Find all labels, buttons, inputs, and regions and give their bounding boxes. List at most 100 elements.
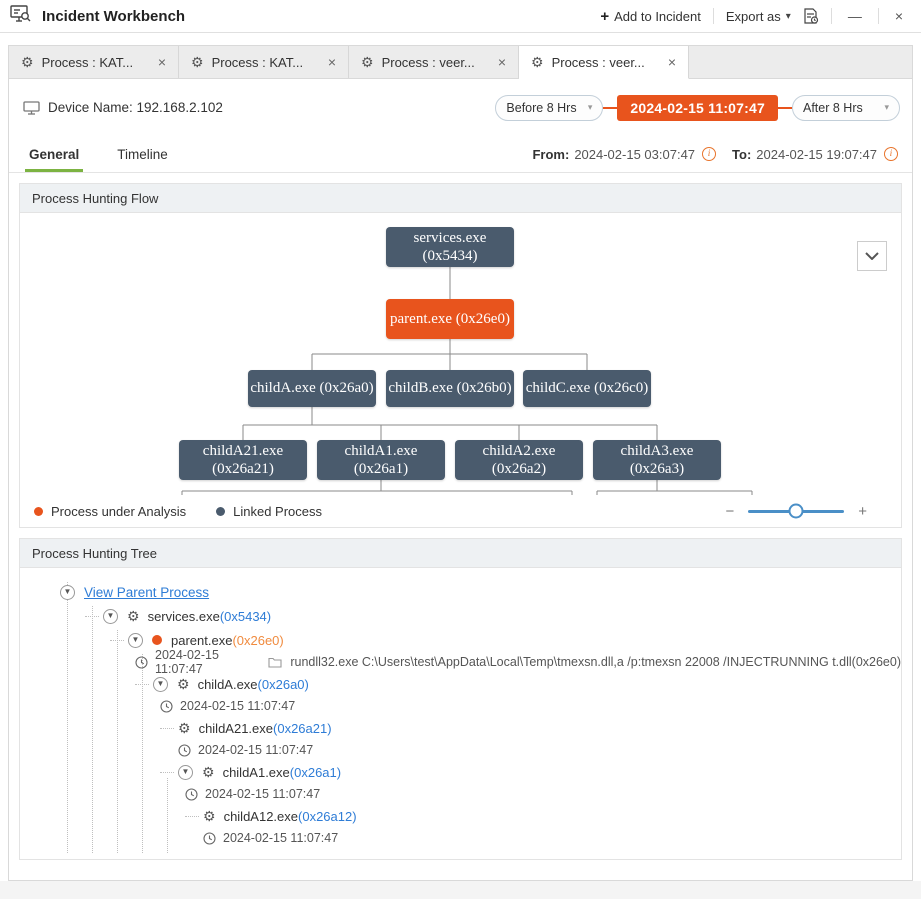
close-icon[interactable]: × <box>497 54 506 70</box>
process-hunting-tree-panel: Process Hunting Tree ▼ View Parent Proce… <box>19 538 902 860</box>
clock-icon <box>160 699 173 713</box>
zoom-slider[interactable] <box>748 503 845 519</box>
tree-row-childA1-detail: 2024-02-15 11:07:47 <box>185 784 901 804</box>
after-hours-dropdown[interactable]: After 8 Hrs ▾ <box>792 94 900 121</box>
zoom-slider-handle[interactable] <box>788 503 804 519</box>
page-title: Incident Workbench <box>42 7 186 25</box>
close-icon[interactable]: × <box>667 54 676 70</box>
folder-icon <box>268 656 282 668</box>
plus-icon: + <box>600 7 610 25</box>
tree-row-childA1[interactable]: ▼ ⚙ childA1.exe(0x26a1) <box>160 760 901 784</box>
flow-node-childC[interactable]: childC.exe (0x26c0) <box>523 370 651 407</box>
pivot-timestamp[interactable]: 2024-02-15 11:07:47 <box>617 94 778 121</box>
tree-row-childA21[interactable]: ⚙ childA21.exe(0x26a21) <box>160 716 901 740</box>
tree-row-childA12[interactable]: ⚙ childA12.exe(0x26a12) <box>185 804 901 828</box>
tree-row-parent[interactable]: ▼ parent.exe(0x26e0) <box>110 628 901 652</box>
info-icon[interactable]: i <box>702 147 717 161</box>
tree-row-childA-detail: 2024-02-15 11:07:47 <box>160 696 901 716</box>
collapse-caret-icon[interactable]: ▼ <box>103 608 118 624</box>
tree-branch-line <box>185 815 199 817</box>
flow-node-childA21[interactable]: childA21.exe (0x26a21) <box>179 440 307 480</box>
process-tab-4-active[interactable]: ⚙ Process : veer... × <box>519 46 689 79</box>
zoom-in-button[interactable]: + <box>858 502 867 520</box>
collapse-caret-icon[interactable]: ▼ <box>60 584 75 600</box>
tree-branch-line <box>160 771 174 773</box>
minimize-button[interactable]: — <box>847 8 862 24</box>
process-tab-3[interactable]: ⚙ Process : veer... × <box>349 46 519 78</box>
orange-dot-icon <box>34 506 43 516</box>
slate-dot-icon <box>216 506 226 516</box>
process-tab-2[interactable]: ⚙ Process : KAT... × <box>179 46 349 78</box>
divider <box>712 8 714 24</box>
process-icon: ⚙ <box>21 54 34 70</box>
flow-zoom-control: − + <box>719 503 873 520</box>
process-tab-1[interactable]: ⚙ Process : KAT... × <box>9 46 179 78</box>
flow-node-childB[interactable]: childB.exe (0x26b0) <box>386 370 514 407</box>
bottom-strip <box>0 881 921 899</box>
analysis-dot-icon <box>152 635 162 645</box>
before-hours-dropdown[interactable]: Before 8 Hrs ▾ <box>495 94 604 121</box>
clock-icon <box>203 831 216 845</box>
flow-node-childA3[interactable]: childA3.exe (0x26a3) <box>593 440 721 480</box>
process-pid[interactable]: (0x26a0) <box>257 676 309 692</box>
flow-node-childA1[interactable]: childA1.exe (0x26a1) <box>317 440 445 480</box>
add-to-incident-button[interactable]: + Add to Incident <box>600 7 701 25</box>
process-flow-canvas[interactable]: services.exe (0x5434) parent.exe (0x26e0… <box>20 213 901 495</box>
clock-icon <box>185 787 198 801</box>
view-parent-process-link[interactable]: View Parent Process <box>84 584 210 600</box>
tree-row-childA[interactable]: ▼ ⚙ childA.exe(0x26a0) <box>135 672 901 696</box>
tree-guide-line <box>142 654 143 853</box>
device-row: Device Name: 192.168.2.102 Before 8 Hrs … <box>9 79 912 136</box>
tree-branch-line <box>135 683 149 685</box>
clock-icon <box>178 743 191 757</box>
clock-icon <box>135 655 148 669</box>
view-tabs-row: General Timeline From: 2024-02-15 03:07:… <box>9 136 912 173</box>
collapse-caret-icon[interactable]: ▼ <box>128 632 143 648</box>
legend-process-under-analysis: Process under Analysis <box>34 504 186 519</box>
export-as-dropdown[interactable]: Export as ▾ <box>725 8 791 24</box>
window-header: Incident Workbench + Add to Incident Exp… <box>0 0 921 33</box>
process-pid[interactable]: (0x26a1) <box>289 764 342 780</box>
flow-node-services[interactable]: services.exe (0x5434) <box>386 227 514 267</box>
tree-row-view-parent: ▼ View Parent Process <box>60 580 901 604</box>
process-pid[interactable]: (0x26a21) <box>273 720 332 736</box>
process-pid[interactable]: (0x26a12) <box>298 808 357 824</box>
process-icon: ⚙ <box>361 54 374 70</box>
tree-guide-line <box>92 606 93 853</box>
collapse-caret-icon[interactable]: ▼ <box>178 764 193 780</box>
close-button[interactable]: × <box>894 8 903 24</box>
connector-line <box>603 106 618 109</box>
process-icon: ⚙ <box>127 608 140 624</box>
tab-timeline[interactable]: Timeline <box>117 146 168 162</box>
collapse-caret-icon[interactable]: ▼ <box>153 676 168 692</box>
report-history-icon[interactable] <box>803 7 819 25</box>
tree-panel-header: Process Hunting Tree <box>20 539 901 568</box>
process-icon: ⚙ <box>202 764 215 780</box>
tree-branch-line <box>110 639 124 641</box>
flow-node-childA2[interactable]: childA2.exe (0x26a2) <box>455 440 583 480</box>
tree-branch-line <box>85 615 99 617</box>
legend-linked-process: Linked Process <box>216 504 322 519</box>
process-icon: ⚙ <box>178 720 191 736</box>
flow-panel-header: Process Hunting Flow <box>20 184 901 213</box>
incident-workbench-icon <box>10 4 32 28</box>
process-pid[interactable]: (0x26e0) <box>232 632 284 648</box>
collapse-flow-button[interactable] <box>857 241 887 271</box>
info-icon[interactable]: i <box>884 147 898 161</box>
close-icon[interactable]: × <box>327 54 336 70</box>
tab-general[interactable]: General <box>24 136 84 172</box>
flow-node-parent[interactable]: parent.exe (0x26e0) <box>386 299 514 339</box>
flow-connectors <box>181 267 753 495</box>
divider <box>877 8 879 24</box>
divider <box>830 8 832 24</box>
process-pid[interactable]: (0x5434) <box>219 608 272 624</box>
tree-row-services[interactable]: ▼ ⚙ services.exe(0x5434) <box>85 604 901 628</box>
flow-legend-row: Process under Analysis Linked Process − … <box>20 495 901 527</box>
close-icon[interactable]: × <box>157 54 166 70</box>
connector-line <box>778 106 792 109</box>
flow-node-childA[interactable]: childA.exe (0x26a0) <box>248 370 376 407</box>
zoom-out-button[interactable]: − <box>725 502 735 520</box>
tree-guide-line <box>67 582 68 853</box>
workbench-container: ⚙ Process : KAT... × ⚙ Process : KAT... … <box>8 45 913 881</box>
chevron-down-icon: ▾ <box>785 10 791 22</box>
